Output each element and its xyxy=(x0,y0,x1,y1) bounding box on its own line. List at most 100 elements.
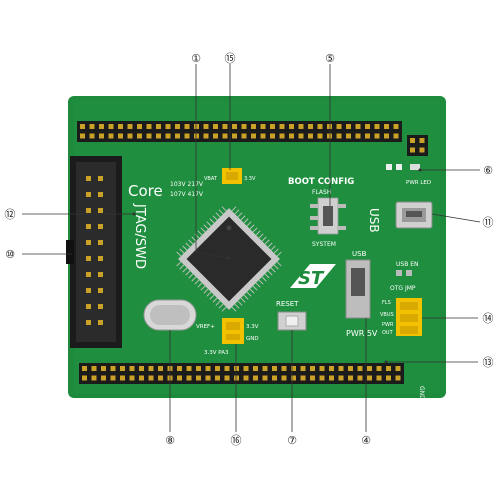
callout-dots xyxy=(132,168,422,364)
chip-lead xyxy=(273,248,279,254)
jtag-pin xyxy=(86,208,91,213)
callout-1: ① xyxy=(191,52,201,65)
top-header-pin xyxy=(384,133,389,139)
bottom-header-pin xyxy=(129,375,135,381)
bottom-header-pin xyxy=(386,375,391,381)
chip-lead xyxy=(200,285,206,291)
chip-lead xyxy=(237,212,243,218)
top-header-pin xyxy=(260,133,266,139)
chip-lead xyxy=(203,288,209,294)
jtag-pin xyxy=(98,304,103,309)
chip-lead xyxy=(264,239,270,245)
bottom-header-pin xyxy=(281,375,287,381)
chip-lead xyxy=(179,264,185,270)
system-label: SYSTEM xyxy=(312,241,336,248)
chip-lead xyxy=(218,303,224,309)
top-header-pin xyxy=(317,133,323,139)
bottom-header-pin xyxy=(101,375,106,381)
bottom-header-pin xyxy=(177,375,182,381)
chip-lead xyxy=(194,233,200,239)
jtag-pin xyxy=(98,320,103,325)
bottom-header-pin xyxy=(348,366,353,371)
top-header-pin xyxy=(213,124,218,129)
top-header-pin xyxy=(279,124,285,129)
bottom-header-pin xyxy=(158,375,163,381)
top-header-pin xyxy=(184,133,190,139)
bottom-header-pin xyxy=(101,366,106,371)
top-header-pin xyxy=(232,124,237,129)
chip-lead xyxy=(206,291,212,297)
jtag-pin xyxy=(98,224,103,229)
usb-top-label: USB xyxy=(352,250,367,258)
jtag-pin xyxy=(98,256,103,261)
chip-lead xyxy=(276,251,282,257)
top-header-pin xyxy=(327,133,332,139)
top-header-pin xyxy=(127,133,133,139)
bottom-header-pin xyxy=(215,375,220,381)
bottom-header-pin xyxy=(357,366,363,371)
top-header-pin xyxy=(365,133,370,139)
jtag-label: JTAG/SWD xyxy=(132,203,147,269)
top-header-pin xyxy=(213,133,218,139)
chip-lead xyxy=(203,224,209,230)
jtag-pin xyxy=(86,288,91,293)
chip-lead xyxy=(218,209,224,215)
bottom-header-housing xyxy=(79,363,404,384)
top-header-pin xyxy=(289,124,294,129)
jtag-pin xyxy=(98,176,103,181)
bottom-header-pin xyxy=(329,375,334,381)
svg-text:3.3V PA3: 3.3V PA3 xyxy=(204,350,229,356)
jtag-pin xyxy=(86,304,91,309)
bottom-header-pin xyxy=(196,375,201,381)
bottom-header-pin xyxy=(300,375,306,381)
bottom-header-pin xyxy=(91,366,97,371)
top-header-pin xyxy=(346,133,351,139)
callout-15: ⑮ xyxy=(225,52,236,65)
bottom-header-pin xyxy=(91,375,97,381)
top-header-pin xyxy=(118,124,123,129)
bottom-header-pin xyxy=(139,375,144,381)
bottom-header-pin xyxy=(205,366,211,371)
chip-lead xyxy=(191,276,197,282)
top-header-pin xyxy=(127,124,133,129)
top-header-pin xyxy=(146,133,152,139)
top-header-pin xyxy=(279,133,285,139)
chip-lead xyxy=(264,273,270,279)
st-logo: ST xyxy=(290,264,336,289)
top-header-pin xyxy=(298,133,304,139)
bottom-header-pin xyxy=(272,375,277,381)
chip-lead xyxy=(209,294,215,300)
top-header-pin xyxy=(336,124,342,129)
chip-lead xyxy=(209,218,215,224)
chip-lead xyxy=(234,303,240,309)
top-header-pin xyxy=(336,133,342,139)
bottom-header-pin xyxy=(367,366,372,371)
right-header-pin xyxy=(410,147,415,153)
bottom-header-pin xyxy=(319,375,325,381)
bottom-header-pin xyxy=(120,366,125,371)
top-header-pin xyxy=(374,124,380,129)
top-header-pin xyxy=(308,124,313,129)
bottom-header-pin xyxy=(139,366,144,371)
chip-lead xyxy=(237,300,243,306)
otg-jumper-block xyxy=(396,298,422,336)
top-header-pin xyxy=(327,124,332,129)
top-header-pin xyxy=(156,124,161,129)
svg-text:3.3V: 3.3V xyxy=(246,324,259,330)
bottom-header-pin xyxy=(376,375,382,381)
chip-lead xyxy=(240,297,246,303)
top-header-pin xyxy=(317,124,323,129)
chip-lead xyxy=(194,279,200,285)
vdd1-label: 103V 217V xyxy=(170,181,204,188)
bottom-header-pin xyxy=(329,366,334,371)
chip-lead xyxy=(240,215,246,221)
right-header-pin xyxy=(419,138,425,143)
top-header-pin xyxy=(365,124,370,129)
bottom-header-pin xyxy=(338,366,344,371)
chip-lead xyxy=(267,242,273,248)
chip-lead xyxy=(191,236,197,242)
top-header-pin xyxy=(99,124,104,129)
chip-lead xyxy=(276,261,282,267)
top-header-pin xyxy=(194,133,199,139)
